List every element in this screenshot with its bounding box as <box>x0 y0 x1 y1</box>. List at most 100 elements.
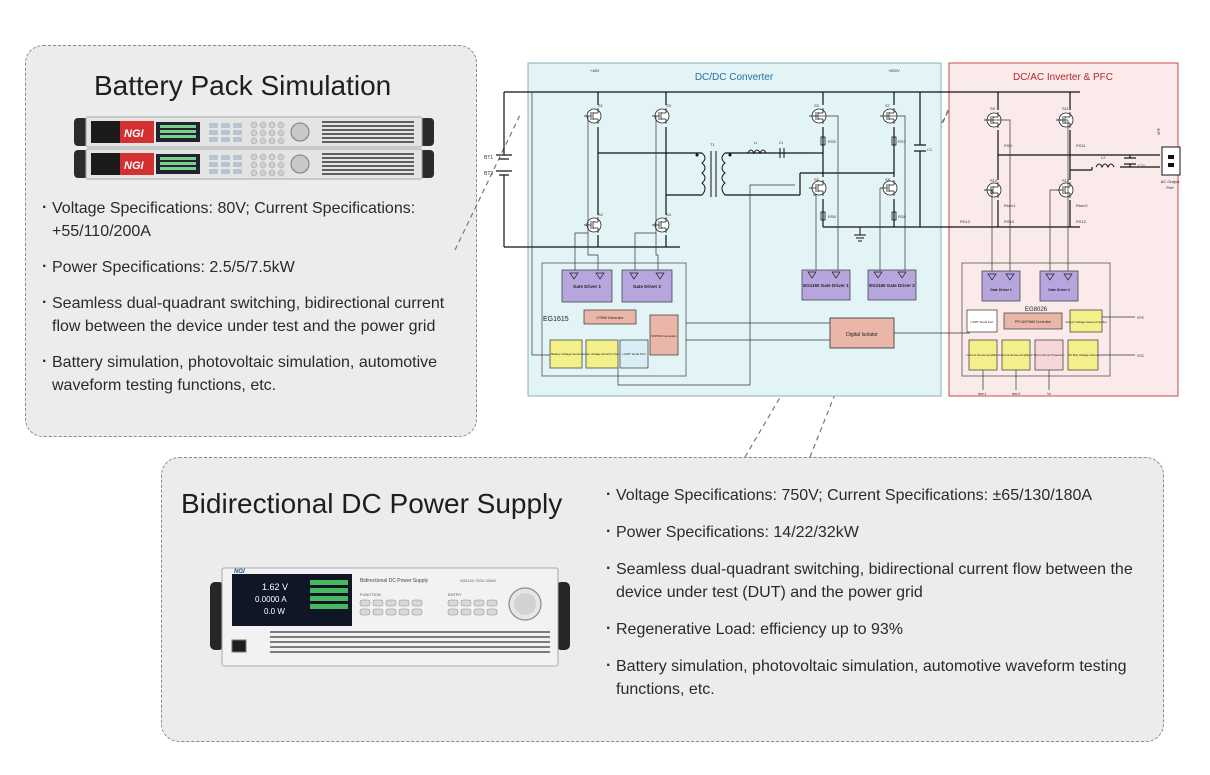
label-rs9: RS9 <box>1004 143 1013 148</box>
output-sense-label: Output Voltage &Current Sense <box>581 352 623 356</box>
svpwm-generator-block <box>649 314 679 356</box>
eg8026-board <box>961 262 1111 377</box>
supply-spec-power: Power Specifications: 14/22/32kW <box>606 520 1161 544</box>
bidirectional-supply-specs: Voltage Specifications: 750V; Current Sp… <box>606 483 1161 715</box>
label-vpe-top: VPE <box>1157 127 1161 135</box>
dcbus-sense-label: DC Bus Voltage Sense <box>1068 353 1099 357</box>
label-s11: S11 <box>1062 106 1070 111</box>
battery-spec-voltage: Voltage Specifications: 80V; Current Spe… <box>42 196 472 243</box>
label-rs7: RS7 <box>898 139 907 144</box>
label-rs13: RS13 <box>960 219 971 224</box>
dcac-inverter-title: DC/AC Inverter & PFC <box>1013 72 1113 83</box>
current-amp-2-block <box>1001 339 1031 371</box>
label-rsen2: Rsen2 <box>1076 203 1088 208</box>
supply-spec-functions: Battery simulation, photovoltaic simulat… <box>606 654 1161 701</box>
battery-voltage-sense-label: Battery Voltage Sense <box>551 352 581 356</box>
eg1160-driver-2-label: EG1160 Gate Driver 2 <box>869 283 915 288</box>
ac-output-port <box>1161 146 1181 176</box>
circuit-diagram: DC/DC Converter DC/AC Inverter & PFC <box>484 62 1181 397</box>
label-s8: S8 <box>885 177 891 182</box>
dcdc-converter-title: DC/DC Converter <box>695 72 774 83</box>
gate-driver-b-label: Gate Driver 2 <box>1048 288 1070 292</box>
supply-spec-voltage: Voltage Specifications: 750V; Current Sp… <box>606 483 1161 507</box>
label-isen2: Isen2 <box>1012 392 1021 396</box>
battery-spec-switching: Seamless dual-quadrant switching, bidire… <box>42 291 472 338</box>
supply-spec-regenerative: Regenerative Load: efficiency up to 93% <box>606 617 1161 641</box>
label-t1: T1 <box>710 142 715 147</box>
battery-pack-title: Battery Pack Simulation <box>94 70 392 101</box>
label-s2: S2 <box>598 212 604 217</box>
lpwm-generator-block <box>583 309 637 325</box>
label-rs10: RS10 <box>1004 219 1015 224</box>
label-vo: Vo <box>1047 392 1051 396</box>
output-sense-block <box>585 339 619 369</box>
current-amp-1-block <box>968 339 998 371</box>
label-l2: L2 <box>1101 155 1106 160</box>
device-function-label: FUNCTION <box>360 592 381 597</box>
uart-label-2: UART Serial Port <box>971 320 994 324</box>
label-bt2: BT2 <box>484 171 493 177</box>
label-bt1: BT1 <box>484 155 493 161</box>
label-s6: S6 <box>814 177 820 182</box>
label-vpe: VPE <box>1137 316 1145 320</box>
device-panel-label: Bidirectional DC Power Supply <box>360 578 429 584</box>
label-s9: S9 <box>990 106 996 111</box>
label-s4: S4 <box>666 212 672 217</box>
short-circuit-label: Short Circuit Protection <box>1034 353 1065 357</box>
battery-spec-functions: Battery simulation, photovoltaic simulat… <box>42 350 472 397</box>
uart-block-1 <box>619 339 649 369</box>
label-s7: S7 <box>885 103 891 108</box>
label-s3: S3 <box>666 103 672 108</box>
ac-port-label: Port <box>1166 185 1174 190</box>
gate-driver-2-block <box>621 269 673 303</box>
digital-isolator-label: Digital Isolator <box>846 332 878 338</box>
device-model-label: N35100 750V-32kW <box>460 578 496 583</box>
supply-spec-switching: Seamless dual-quadrant switching, bidire… <box>606 557 1161 604</box>
eg1615-label: EG1615 <box>543 316 569 323</box>
label-rs11: RS11 <box>1076 143 1086 148</box>
svpwm-generator-label: SVPWM Generator <box>651 334 677 338</box>
lpwm-generator-label: LPWM Generator <box>596 316 624 320</box>
battery-voltage-sense-block <box>549 339 583 369</box>
digital-isolator-block <box>829 317 895 349</box>
output-voltage-amp-label: Output Voltage Sense Amplifier <box>1065 320 1107 324</box>
bidirectional-supply-title: Bidirectional DC Power Supply <box>181 488 563 519</box>
device-screen-power: 0.0 W <box>264 607 285 616</box>
label-rs6: RS6 <box>828 214 837 219</box>
device-entry-label: ENTRY <box>448 592 462 597</box>
label-cr: Cr <box>779 140 784 145</box>
eg1615-board <box>541 262 687 377</box>
gate-driver-a-block <box>981 270 1021 302</box>
dcbus-sense-block <box>1067 339 1099 371</box>
label-s12: S12 <box>1062 178 1070 183</box>
label-isen1: Isen1 <box>978 392 987 396</box>
label-s1: S1 <box>598 103 604 108</box>
gate-driver-b-block <box>1039 270 1079 302</box>
pointer-line-battery <box>454 114 521 251</box>
label-rs12: RS12 <box>1076 219 1087 224</box>
battery-simulator-device-image: NGI NGI <box>74 116 434 180</box>
output-voltage-amp-block <box>1069 309 1103 333</box>
gate-driver-2-label: Gate Driver 2 <box>633 284 662 289</box>
supply-device-logo: NGI <box>234 569 245 575</box>
label-lr: Lr <box>754 140 758 145</box>
device-screen-current: 0.0000 A <box>255 595 287 604</box>
label-vsc: VSC <box>1137 354 1145 358</box>
device-screen-voltage: 1.62 V <box>262 582 288 592</box>
label-top-voltage-2: +800V <box>888 68 900 73</box>
bidirectional-supply-callout: Bidirectional DC Power Supply 1.62 V 0.0… <box>161 457 1164 742</box>
bidirectional-supply-device-image: 1.62 V 0.0000 A 0.0 W Bidirectional DC P… <box>210 567 570 667</box>
battery-device-logo: NGI <box>124 128 145 140</box>
uart-block-2 <box>966 309 998 333</box>
gate-driver-1-block <box>561 269 613 303</box>
pfc-controller-label: PFC&SPWM Controller <box>1015 320 1052 324</box>
current-amp-1-label: Current Sense Amplifier1 <box>966 353 1000 357</box>
eg8026-label: EG8026 <box>1025 307 1048 313</box>
eg1160-driver-1-label: EG1160 Gate Driver 1 <box>803 283 849 288</box>
battery-device-logo-lower: NGI <box>124 160 145 172</box>
label-rs5: RS5 <box>828 139 837 144</box>
gate-driver-1-label: Gate Driver 1 <box>573 284 602 289</box>
battery-spec-power: Power Specifications: 2.5/5/7.5kW <box>42 255 472 279</box>
ac-output-label: AC Output <box>1161 179 1181 184</box>
label-rs8: RS8 <box>898 214 907 219</box>
